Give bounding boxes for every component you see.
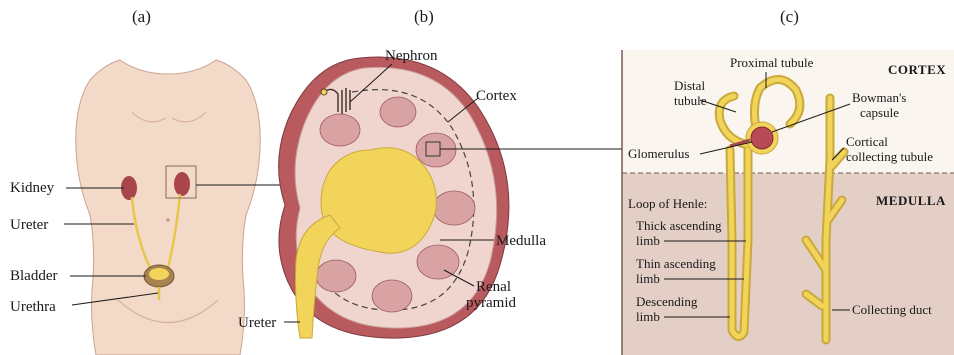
- label-descending-2: limb: [636, 309, 660, 324]
- label-cortical-1: Cortical: [846, 134, 888, 149]
- label-cortical-2: collecting tubule: [846, 149, 933, 164]
- label-thin-2: limb: [636, 271, 660, 286]
- label-collecting-duct: Collecting duct: [852, 302, 932, 317]
- label-kidney: Kidney: [10, 180, 55, 196]
- label-thick-2: limb: [636, 233, 660, 248]
- label-thin-1: Thin ascending: [636, 256, 716, 271]
- label-bladder: Bladder: [10, 268, 57, 284]
- label-medulla: Medulla: [496, 233, 546, 249]
- zone-label-medulla: MEDULLA: [876, 193, 946, 208]
- label-bowmans-2: capsule: [860, 105, 899, 120]
- renal-pelvis: [321, 148, 436, 253]
- label-loop-of-henle: Loop of Henle:: [628, 196, 707, 211]
- label-descending-1: Descending: [636, 294, 698, 309]
- label-bowmans-1: Bowman's: [852, 90, 906, 105]
- label-cortex: Cortex: [476, 88, 517, 104]
- zone-label-cortex: CORTEX: [888, 62, 946, 77]
- right-kidney: [174, 172, 190, 196]
- label-glomerulus: Glomerulus: [628, 146, 689, 161]
- glomerulus-icon: [751, 127, 773, 149]
- body-figure: [76, 60, 260, 355]
- label-nephron: Nephron: [385, 48, 438, 64]
- label-proximal-tubule: Proximal tubule: [730, 55, 814, 70]
- panel-label-c: (c): [780, 7, 799, 26]
- label-ureter-b: Ureter: [238, 315, 276, 331]
- label-urethra: Urethra: [10, 299, 56, 315]
- label-distal-1: Distal: [674, 78, 705, 93]
- label-thick-1: Thick ascending: [636, 218, 722, 233]
- label-renal: Renal: [476, 279, 511, 295]
- label-pyramid: pyramid: [466, 295, 516, 311]
- panel-label-a: (a): [132, 7, 151, 26]
- panel-label-b: (b): [414, 7, 434, 26]
- label-ureter-a: Ureter: [10, 217, 48, 233]
